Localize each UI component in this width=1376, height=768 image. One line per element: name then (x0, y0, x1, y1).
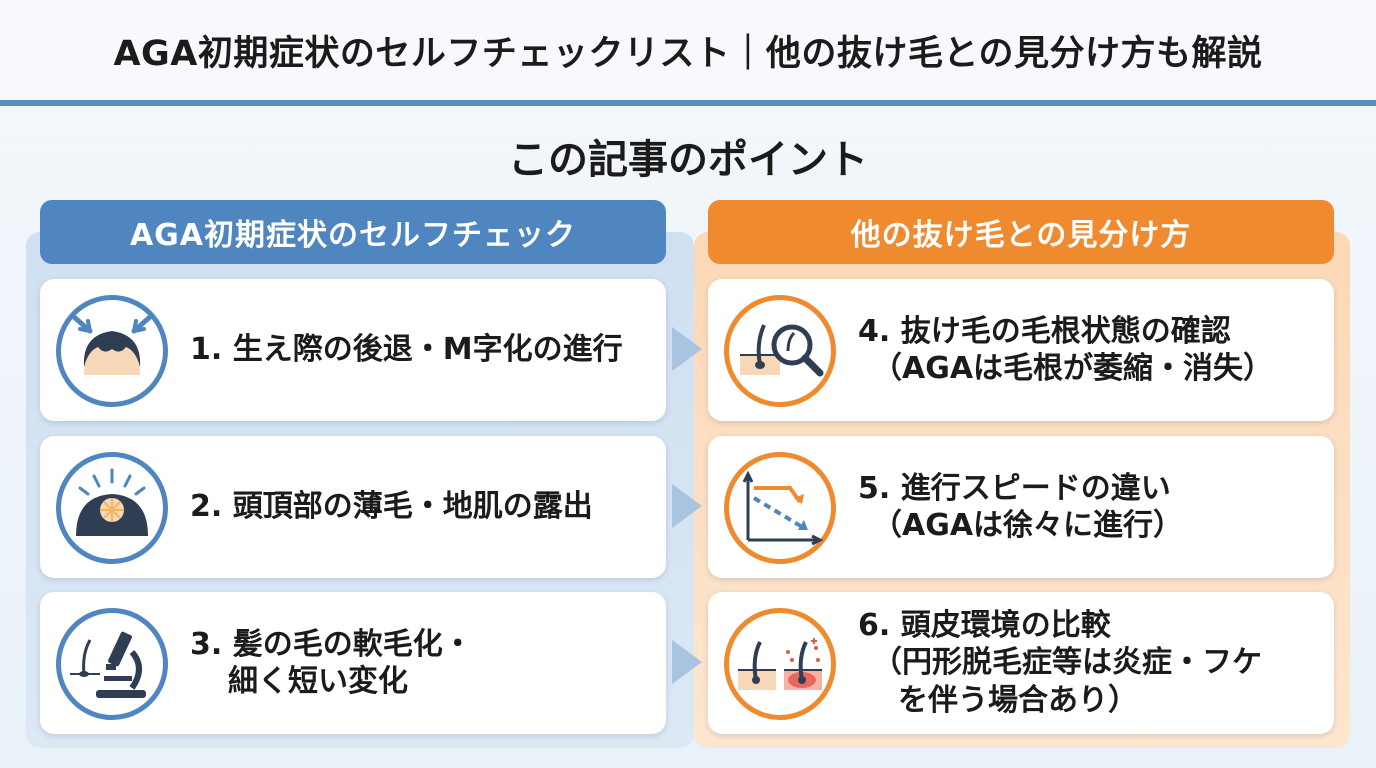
scalp-comparison-icon (724, 608, 836, 720)
checklist-card-2-text: 2. 頭頂部の薄毛・地肌の露出 (190, 436, 654, 578)
left-column-header: AGA初期症状のセルフチェック (40, 200, 666, 264)
comparison-card-5-text: 5. 進行スピードの違い （AGAは徐々に進行） (858, 436, 1322, 578)
checklist-card-3: 3. 髪の毛の軟毛化・ 細く短い変化 (40, 592, 666, 734)
card-line: 5. 進行スピードの違い (858, 470, 1171, 506)
card-line: 2. 頭頂部の薄毛・地肌の露出 (190, 489, 593, 525)
section-heading: この記事のポイント (508, 137, 868, 183)
arrow-right-icon (672, 327, 702, 371)
card-line: （円形脱毛症等は炎症・フケ (872, 645, 1262, 681)
comparison-card-6: 6. 頭皮環境の比較 （円形脱毛症等は炎症・フケ を伴う場合あり） (708, 592, 1334, 734)
receding-hairline-icon (56, 295, 168, 407)
progression-graph-icon (724, 452, 836, 564)
page-title: AGA初期症状のセルフチェックリスト｜他の抜け毛との見分け方も解説 (0, 0, 1376, 100)
microscope-icon (56, 608, 168, 720)
right-column-header: 他の抜け毛との見分け方 (708, 200, 1334, 264)
card-line: （AGAは毛根が萎縮・消失） (872, 351, 1274, 386)
arrow-right-icon (672, 484, 702, 528)
crown-thinning-icon (56, 452, 168, 564)
hair-root-magnifier-icon (724, 295, 836, 407)
comparison-card-4-text: 4. 抜け毛の毛根状態の確認 （AGAは毛根が萎縮・消失） (858, 279, 1322, 421)
checklist-card-3-text: 3. 髪の毛の軟毛化・ 細く短い変化 (190, 592, 654, 734)
comparison-card-6-text: 6. 頭皮環境の比較 （円形脱毛症等は炎症・フケ を伴う場合あり） (858, 592, 1322, 734)
card-line: 6. 頭皮環境の比較 (858, 607, 1111, 643)
card-line: 4. 抜け毛の毛根状態の確認 (858, 313, 1231, 349)
card-line: 3. 髪の毛の軟毛化・ (190, 626, 473, 662)
card-line: 1. 生え際の後退・M字化の進行 (190, 332, 623, 368)
card-line: 細く短い変化 (228, 664, 408, 699)
comparison-card-4: 4. 抜け毛の毛根状態の確認 （AGAは毛根が萎縮・消失） (708, 279, 1334, 421)
card-line: を伴う場合あり） (898, 682, 1138, 718)
checklist-card-1: 1. 生え際の後退・M字化の進行 (40, 279, 666, 421)
card-line: （AGAは徐々に進行） (872, 508, 1184, 543)
arrow-right-icon (672, 640, 702, 684)
checklist-card-2: 2. 頭頂部の薄毛・地肌の露出 (40, 436, 666, 578)
checklist-card-1-text: 1. 生え際の後退・M字化の進行 (190, 279, 654, 421)
title-divider (0, 100, 1376, 106)
comparison-card-5: 5. 進行スピードの違い （AGAは徐々に進行） (708, 436, 1334, 578)
